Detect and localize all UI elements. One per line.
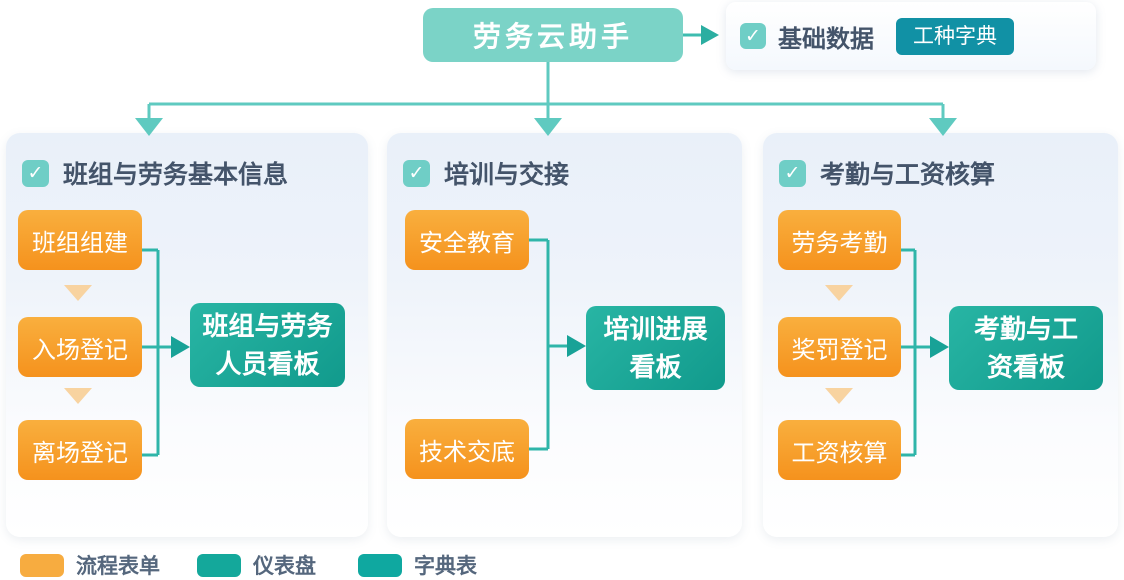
panel-2-header: ✓ 培训与交接 [403,155,569,191]
arrow-down-icon [64,388,92,404]
dashboard-team-labor: 班组与劳务 人员看板 [190,303,345,387]
dict-node: 工种字典 [896,17,1014,55]
panel-3-title: 考勤与工资核算 [820,161,996,189]
legend-swatch-teal [197,553,241,577]
step-reward-penalty: 奖罚登记 [778,317,901,377]
checkbox-checked-icon: ✓ [779,159,806,187]
dashboard-text-line: 考勤与工 [973,314,1078,344]
panel-1-header: ✓ 班组与劳务基本信息 [22,155,288,191]
basic-data-label: 基础数据 [778,25,874,53]
checkbox-checked-icon: ✓ [740,23,766,49]
step-team-creation: 班组组建 [18,210,142,270]
legend-swatch-teal-dict [358,553,402,577]
panel-2-title: 培训与交接 [444,161,570,189]
legend-label: 流程表单 [76,555,160,578]
legend-item-dashboard: 仪表盘 [197,551,316,579]
step-technical-disclosure: 技术交底 [405,419,529,479]
legend-swatch-orange [20,553,64,577]
step-safety-education: 安全教育 [405,210,529,270]
dashboard-text-line: 看板 [629,352,682,382]
panel-team-labor-info: ✓ 班组与劳务基本信息 班组组建 入场登记 离场登记 班组与劳务 人员看板 [6,133,368,537]
arrow-right-icon [683,25,719,45]
dashboard-text-line: 资看板 [986,352,1065,382]
arrow-down-icon [64,285,92,301]
root-node: 劳务云助手 [423,8,683,62]
dashboard-text-line: 培训进展 [603,314,708,344]
arrow-down-icon [825,388,853,404]
step-entry-registration: 入场登记 [18,317,142,377]
step-payroll-calculation: 工资核算 [778,420,901,480]
legend-item-dictionary: 字典表 [358,551,477,579]
dashboard-text-line: 人员看板 [215,349,320,379]
step-labor-attendance: 劳务考勤 [778,210,901,270]
dashboard-training-progress: 培训进展 看板 [586,306,725,390]
dashboard-text-line: 班组与劳务 [202,311,333,341]
panel-1-title: 班组与劳务基本信息 [63,161,289,189]
legend-item-process-form: 流程表单 [20,551,160,579]
panel-3-header: ✓ 考勤与工资核算 [779,155,995,191]
panel-attendance-payroll: ✓ 考勤与工资核算 劳务考勤 奖罚登记 工资核算 考勤与工 资看板 [763,133,1118,537]
dashboard-attendance-payroll: 考勤与工 资看板 [949,306,1103,390]
arrow-down-icon [825,285,853,301]
basic-data-card: ✓ 基础数据 工种字典 [726,2,1096,70]
legend-label: 字典表 [414,555,477,578]
tree-connector [135,62,957,136]
panel-training-handover: ✓ 培训与交接 安全教育 技术交底 培训进展 看板 [387,133,742,537]
checkbox-checked-icon: ✓ [22,159,49,187]
checkbox-checked-icon: ✓ [403,159,430,187]
legend-label: 仪表盘 [253,555,316,578]
step-exit-registration: 离场登记 [18,420,142,480]
